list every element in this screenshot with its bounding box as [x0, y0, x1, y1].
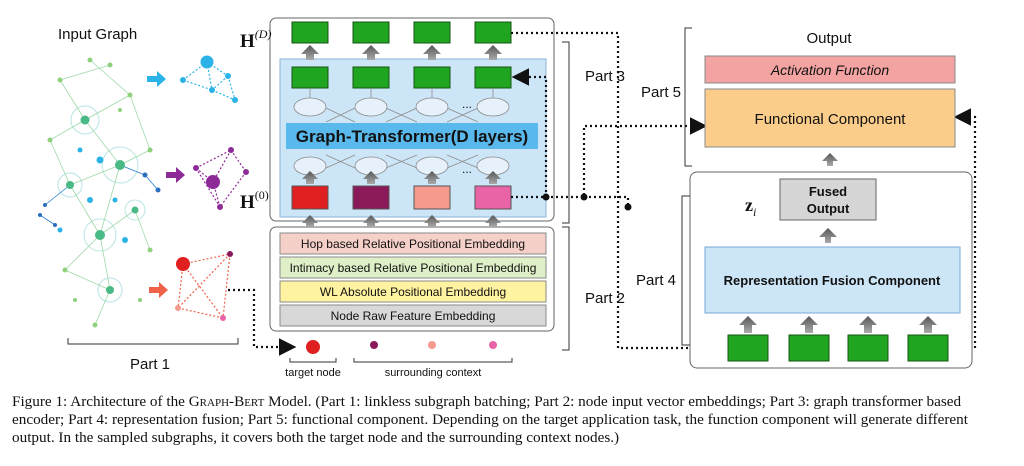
subgraph-to-input-arrow	[228, 288, 297, 356]
neuron-ellipsis-bottom: ...	[462, 162, 472, 176]
embedding-raw-feature	[279, 304, 547, 327]
part5-label: Part 5	[641, 84, 681, 101]
activation-function-box	[704, 55, 956, 84]
fusion-input-row	[727, 334, 949, 362]
fusion-to-fused-arrow	[819, 228, 837, 243]
graph-transformer-label-band	[286, 123, 538, 149]
embedding-hop-relative-label: Hop based Relative Positional Embedding	[301, 237, 525, 251]
h-bottom-symbol: H(0)	[240, 188, 269, 213]
input-graph-title: Input Graph	[58, 26, 137, 43]
part3-bracket	[562, 41, 570, 224]
part1-bracket	[67, 338, 239, 345]
fusion-input-arrows	[739, 316, 937, 333]
subgraph-sample-purple	[166, 147, 249, 210]
context-node-dot-3	[489, 341, 497, 349]
part4-label: Part 4	[636, 272, 676, 289]
functional-component-label: Functional Component	[755, 111, 907, 128]
h-top-symbol: H(D)	[240, 27, 271, 52]
output-embedding-2	[352, 21, 390, 44]
part3-label: Part 3	[585, 68, 625, 85]
representation-fusion-box	[704, 246, 961, 314]
transformer-connections	[309, 88, 494, 169]
part5-bracket	[684, 27, 692, 167]
input-embedding-context-2	[413, 185, 451, 210]
subgraph-sample-red	[149, 251, 233, 321]
caption-body: Model. (Part 1: linkless subgraph batchi…	[12, 393, 968, 446]
output-embedding-row	[291, 21, 512, 44]
representation-fusion-label: Representation Fusion Component	[724, 273, 941, 288]
embedding-intimacy-relative	[279, 256, 547, 279]
functional-component-box	[704, 88, 956, 148]
part1-label: Part 1	[130, 356, 170, 373]
subgraph-sample-blue	[147, 55, 238, 103]
fused-output-line2: Output	[807, 201, 850, 216]
activation-function-label: Activation Function	[770, 62, 889, 78]
output-label: Output	[806, 30, 852, 47]
embedding-raw-feature-label: Node Raw Feature Embedding	[331, 309, 496, 323]
output-embedding-1	[291, 21, 329, 44]
target-node-bracket	[289, 358, 337, 363]
junction-dot-1	[580, 193, 588, 201]
transformer-output-arrows	[301, 45, 502, 60]
embedding-wl-absolute	[279, 280, 547, 303]
surrounding-context-label: surrounding context	[385, 367, 482, 379]
transformer-neurons	[293, 97, 510, 176]
input-embedding-context-3	[474, 185, 512, 210]
target-node-dot	[306, 340, 320, 354]
fused-to-functional-arrow	[822, 153, 838, 166]
context-node-dot-1	[370, 341, 378, 349]
input-embedding-row	[291, 185, 512, 210]
input-graph-network	[38, 57, 161, 328]
target-node-label: target node	[285, 367, 341, 379]
z-i-symbol: zi	[745, 195, 756, 219]
output-embedding-3	[413, 21, 451, 44]
context-bracket	[353, 358, 513, 363]
neuron-ellipsis-top: ...	[462, 97, 472, 111]
caption-model-name: Graph-Bert	[188, 393, 265, 410]
input-embedding-target	[291, 185, 329, 210]
fused-output-line1: Fused	[809, 184, 847, 199]
embedding-layers: Hop based Relative Positional Embedding …	[279, 232, 547, 327]
junction-dot-3	[624, 203, 632, 211]
caption-prefix: Figure 1: Architecture of the	[12, 393, 189, 410]
embedding-wl-absolute-label: WL Absolute Positional Embedding	[320, 285, 506, 299]
embedding-to-transformer-arrows	[302, 215, 501, 227]
embedding-intimacy-relative-label: Intimacy based Relative Positional Embed…	[290, 261, 537, 275]
part2-label: Part 2	[585, 290, 625, 307]
graph-transformer-label: Graph-Transformer(D layers)	[296, 127, 528, 146]
part4-bracket	[681, 195, 690, 346]
input-embedding-context-1	[352, 185, 390, 210]
transformer-input-arrows	[302, 171, 501, 184]
output-embedding-4	[474, 21, 512, 44]
part2-bracket	[562, 226, 570, 351]
figure-caption: Figure 1: Architecture of the Graph-Bert…	[12, 393, 1012, 447]
graph-bert-architecture-diagram: Input Graph	[38, 17, 977, 379]
embedding-hop-relative	[279, 232, 547, 255]
fused-output-box	[779, 178, 877, 221]
junction-dot-2	[542, 193, 550, 201]
context-node-dot-2	[428, 341, 436, 349]
